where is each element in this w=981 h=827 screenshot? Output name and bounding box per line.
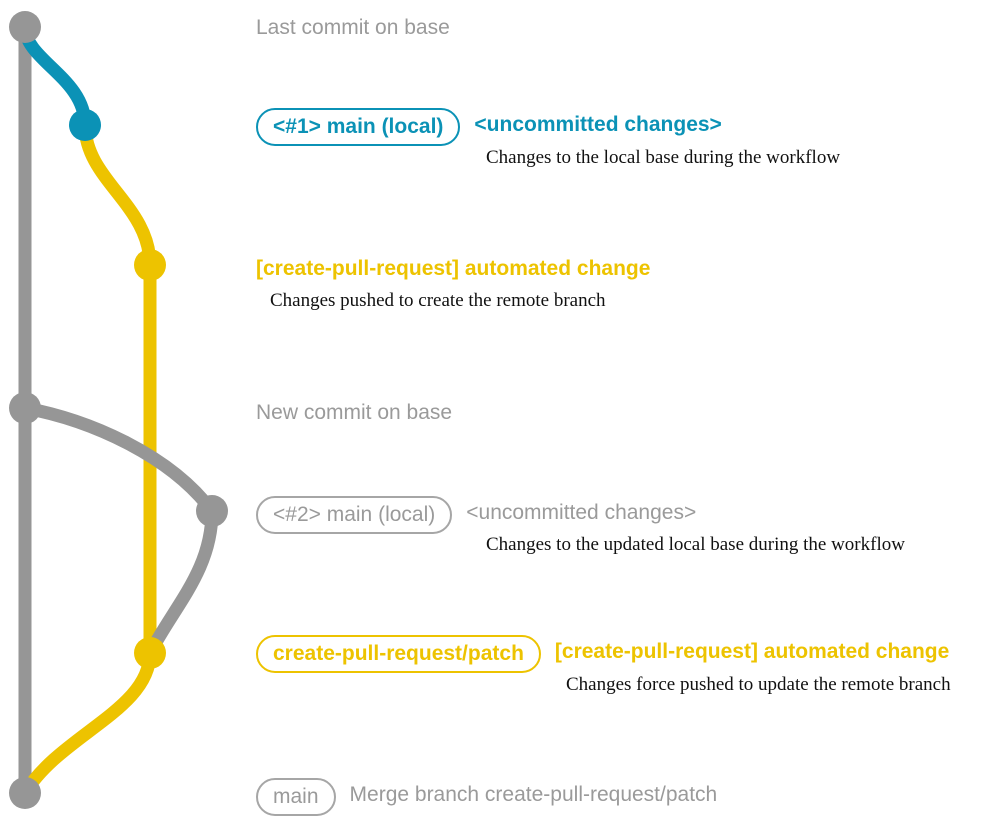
commit-subject: Merge branch create-pull-request/patch: [349, 783, 718, 806]
commit-description: Changes force pushed to update the remot…: [566, 674, 951, 695]
commit-subject: [create-pull-request] automated change: [554, 640, 950, 663]
commit-subject: New commit on base: [256, 401, 453, 424]
commit-subject: Last commit on base: [256, 16, 450, 39]
commit-subject: <uncommitted changes>: [466, 501, 697, 524]
commit-node-local-1[interactable]: [69, 109, 101, 141]
commit-node-local-2[interactable]: [196, 495, 228, 527]
commit-node-patch-2[interactable]: [134, 637, 166, 669]
graph-row-local-main-1: <#1> main (local) <uncommitted changes>: [256, 108, 722, 146]
commit-node-patch-1[interactable]: [134, 249, 166, 281]
commit-subject: [create-pull-request] automated change: [256, 257, 651, 280]
graph-row-automated-change-1: [create-pull-request] automated change: [256, 252, 650, 286]
commit-subject: <uncommitted changes>: [474, 113, 722, 136]
commit-description: Changes to the local base during the wor…: [486, 147, 841, 168]
edge-local1-to-patch: [78, 118, 157, 272]
graph-row-local-main-2: <#2> main (local) <uncommitted changes>: [256, 496, 696, 534]
edge-patch2-to-merge: [18, 646, 157, 800]
graph-row-merge-commit: main Merge branch create-pull-request/pa…: [256, 778, 717, 816]
ref-badge-main[interactable]: main: [256, 778, 336, 816]
edge-base-to-local1: [18, 20, 92, 132]
commit-node-base-top[interactable]: [9, 11, 41, 43]
edge-base2-to-local2: [18, 401, 219, 518]
commit-node-merge[interactable]: [9, 777, 41, 809]
graph-row-new-commit-on-base: New commit on base: [256, 396, 452, 430]
ref-badge-create-pull-request-patch[interactable]: create-pull-request/patch: [256, 635, 541, 673]
ref-badge-local-main-1[interactable]: <#1> main (local): [256, 108, 461, 146]
edge-local2-to-patch2: [143, 504, 219, 660]
graph-row-last-commit-on-base: Last commit on base: [256, 11, 450, 45]
commit-node-base-new[interactable]: [9, 392, 41, 424]
graph-row-automated-change-2: create-pull-request/patch [create-pull-r…: [256, 635, 949, 673]
commit-description: Changes to the updated local base during…: [486, 534, 905, 555]
ref-badge-local-main-2[interactable]: <#2> main (local): [256, 496, 453, 534]
commit-description: Changes pushed to create the remote bran…: [270, 290, 606, 311]
